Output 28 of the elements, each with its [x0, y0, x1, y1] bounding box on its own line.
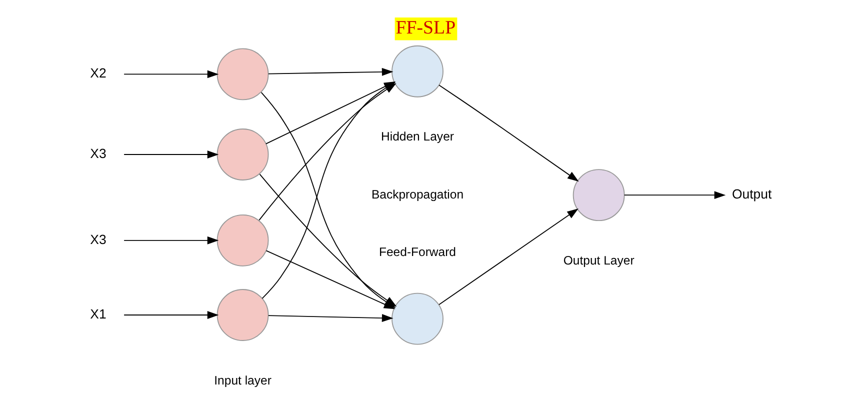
node-circle: [392, 292, 444, 345]
diagram-title: FF-SLP: [396, 18, 456, 39]
node-circle: [216, 128, 269, 180]
node-circle: [216, 214, 269, 266]
arrow: [124, 150, 219, 158]
label: Output Layer: [563, 253, 634, 268]
arrow: [124, 70, 219, 78]
label: Backpropagation: [371, 187, 464, 202]
label: Hidden Layer: [381, 130, 454, 144]
label: Input layer: [214, 373, 272, 388]
node-text: X3: [90, 232, 106, 247]
node-circle: [216, 48, 269, 100]
node-circle: [392, 45, 444, 98]
arrow: [258, 83, 396, 221]
arrow: [438, 208, 578, 306]
node-text: Output: [732, 186, 772, 202]
arrow: [624, 191, 726, 200]
arrow: [124, 311, 219, 319]
node-circle: [216, 289, 269, 341]
arrow: [438, 84, 579, 182]
arrow: [268, 68, 394, 76]
node-circle: [572, 169, 625, 222]
arrow: [124, 236, 219, 244]
arrow: [268, 314, 394, 322]
label: Feed-Forward: [378, 244, 456, 259]
node-text: X1: [90, 306, 106, 322]
node-text: X2: [90, 66, 106, 81]
node-text: X3: [90, 146, 106, 161]
